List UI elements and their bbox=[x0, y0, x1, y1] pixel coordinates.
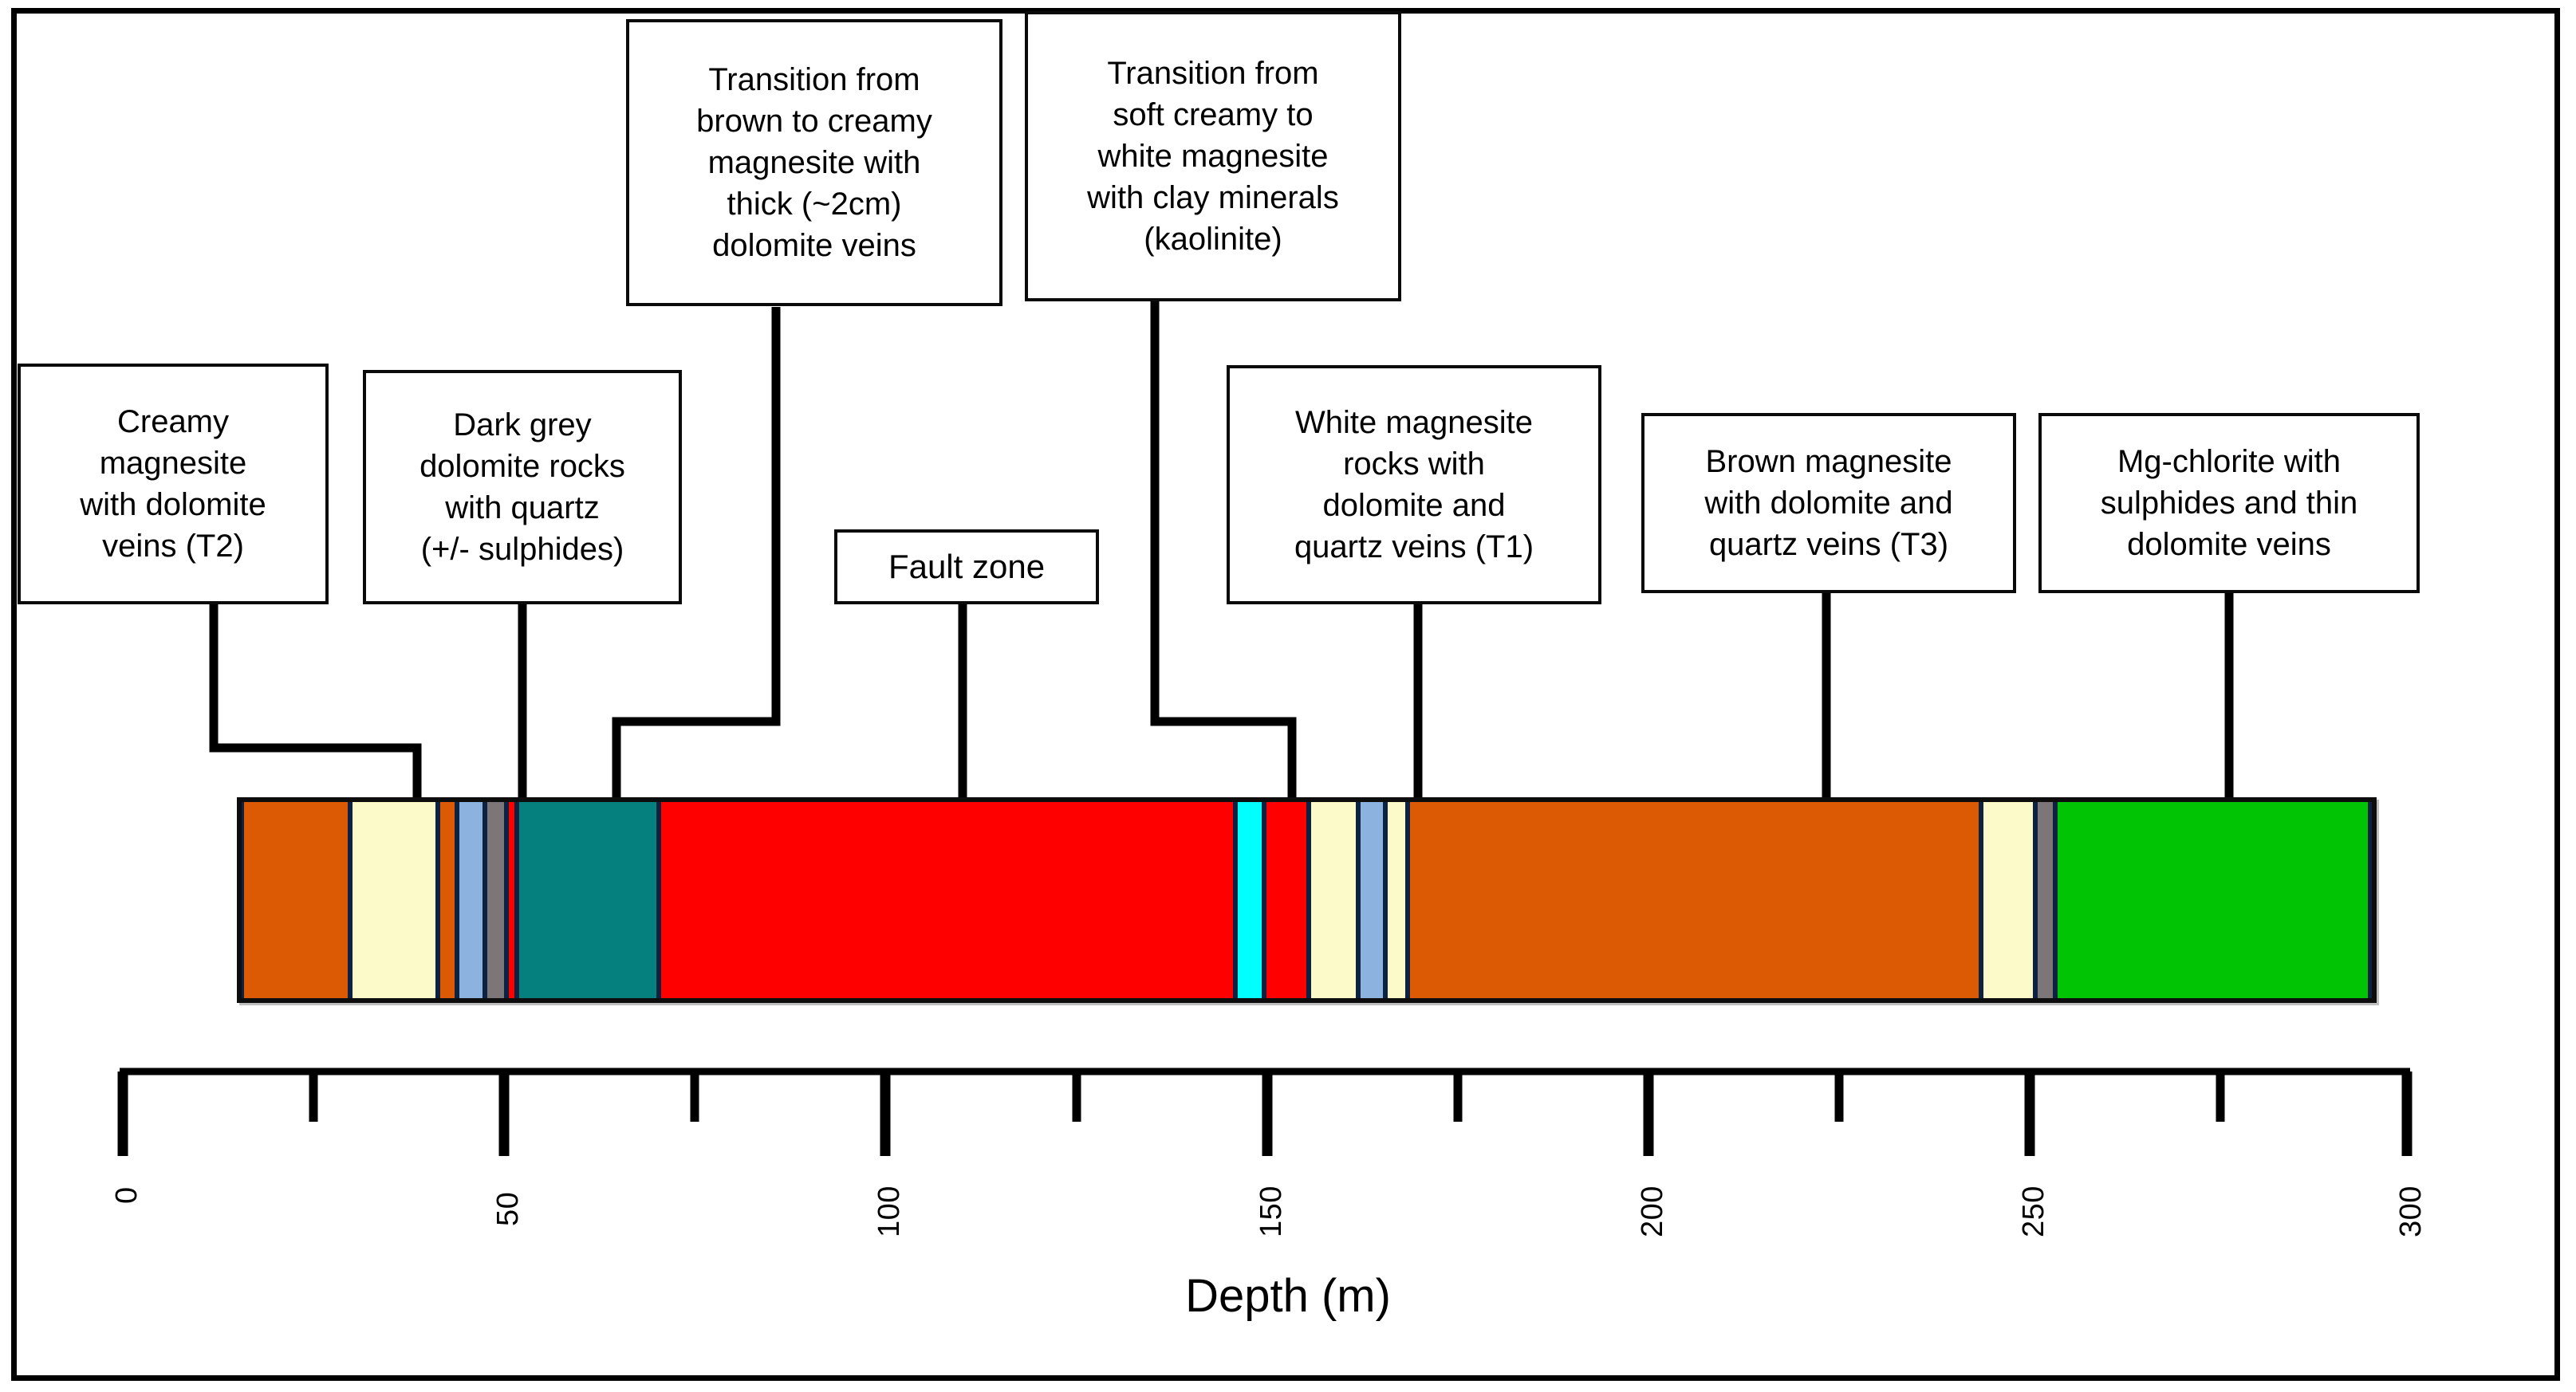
lithology-segment-teal-unit[interactable] bbox=[516, 802, 660, 998]
lithology-segment-creamy-magnesite[interactable] bbox=[350, 802, 438, 998]
callout-dark-grey-text: Dark grey dolomite rocks with quartz (+/… bbox=[419, 407, 625, 567]
lithology-segment-fault-zone[interactable] bbox=[1264, 802, 1310, 998]
lithology-segment-brown-magnesite[interactable] bbox=[242, 802, 351, 998]
tick-label-50: 50 bbox=[491, 1191, 525, 1226]
callout-soft-to-white[interactable]: Transition from soft creamy to white mag… bbox=[1025, 11, 1401, 301]
callout-creamy-t2[interactable]: Creamy magnesite with dolomite veins (T2… bbox=[18, 364, 329, 604]
tick-label-100: 100 bbox=[872, 1186, 906, 1237]
lithology-segment-mg-chlorite[interactable] bbox=[2054, 802, 2371, 998]
callout-mg-chlorite-text: Mg-chlorite with sulphides and thin dolo… bbox=[2100, 444, 2358, 562]
axis-title: Depth (m) bbox=[1185, 1270, 1391, 1322]
callout-fault-zone-text: Fault zone bbox=[888, 547, 1046, 585]
callout-fault-zone[interactable]: Fault zone bbox=[834, 529, 1099, 604]
callout-dark-grey[interactable]: Dark grey dolomite rocks with quartz (+/… bbox=[363, 370, 682, 604]
tick-label-250: 250 bbox=[2017, 1186, 2050, 1237]
callout-mg-chlorite[interactable]: Mg-chlorite with sulphides and thin dolo… bbox=[2038, 413, 2420, 593]
callout-creamy-t2-text: Creamy magnesite with dolomite veins (T2… bbox=[80, 404, 266, 564]
lithology-segment-blue-dolomite[interactable] bbox=[456, 802, 486, 998]
lithology-segment-fault-zone[interactable] bbox=[659, 802, 1236, 998]
lithology-segment-brown-magnesite[interactable] bbox=[1407, 802, 1982, 998]
lithology-segment-creamy-magnesite[interactable] bbox=[1981, 802, 2035, 998]
callout-white-t1-text: White magnesite rocks with dolomite and … bbox=[1294, 405, 1534, 564]
tick-label-150: 150 bbox=[1255, 1186, 1288, 1237]
callout-white-t1[interactable]: White magnesite rocks with dolomite and … bbox=[1227, 365, 1601, 604]
lithology-segment-white-magnesite[interactable] bbox=[1235, 802, 1265, 998]
callout-brown-t3-text: Brown magnesite with dolomite and quartz… bbox=[1704, 444, 1953, 562]
tick-label-0: 0 bbox=[110, 1186, 144, 1204]
callout-brown-t3[interactable]: Brown magnesite with dolomite and quartz… bbox=[1641, 413, 2016, 593]
figure-border bbox=[11, 8, 2560, 1381]
lithology-segment-dark-grey-dolomite[interactable] bbox=[485, 802, 507, 998]
lithology-segment-blue-dolomite[interactable] bbox=[1357, 802, 1386, 998]
lithology-segment-creamy-magnesite[interactable] bbox=[1309, 802, 1358, 998]
callout-brown-to-creamy[interactable]: Transition from brown to creamy magnesit… bbox=[626, 19, 1002, 306]
lithology-segment-fault-zone[interactable] bbox=[506, 802, 517, 998]
lithology-core-bar[interactable] bbox=[237, 797, 2377, 1003]
tick-label-200: 200 bbox=[1636, 1186, 1669, 1237]
tick-label-300: 300 bbox=[2394, 1186, 2428, 1237]
lithology-segment-brown-magnesite[interactable] bbox=[437, 802, 457, 998]
lithology-segment-creamy-magnesite[interactable] bbox=[1385, 802, 1408, 998]
callout-brown-to-creamy-text: Transition from brown to creamy magnesit… bbox=[696, 62, 932, 263]
lithology-segment-dark-grey-dolomite[interactable] bbox=[2034, 802, 2055, 998]
callout-soft-to-white-text: Transition from soft creamy to white mag… bbox=[1087, 56, 1339, 257]
